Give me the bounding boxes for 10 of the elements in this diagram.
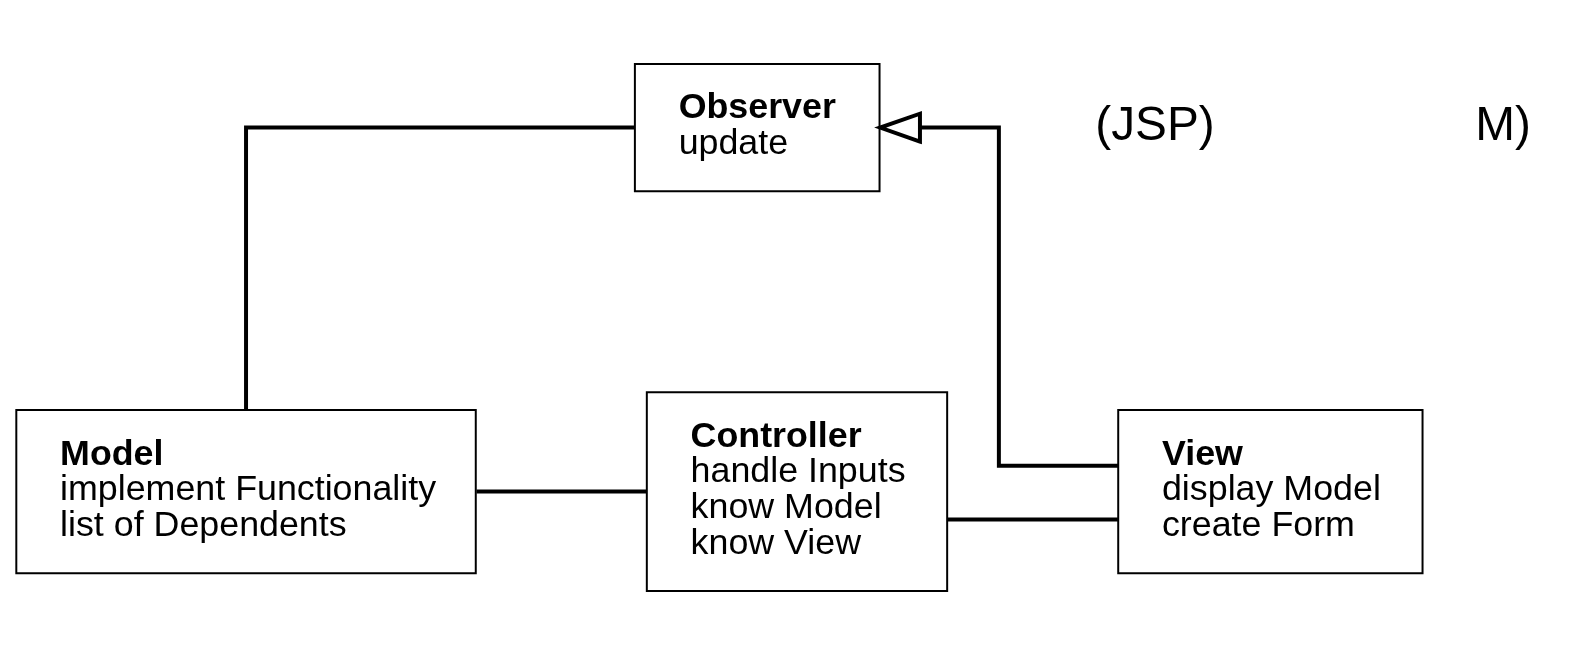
- connector: [244, 125, 635, 410]
- connector: [476, 489, 647, 494]
- label: (JSP): [1095, 96, 1215, 150]
- node-box: View display Model create Form: [1117, 408, 1424, 574]
- node-box: Controller handle Inputs know Model know View: [645, 390, 949, 592]
- node-box: Model implement Functionality list of Dependents: [15, 408, 477, 574]
- connector: [947, 516, 1118, 521]
- node-box: Observer update: [633, 62, 881, 192]
- arrow: [874, 110, 1118, 468]
- label: M): [1475, 96, 1531, 150]
